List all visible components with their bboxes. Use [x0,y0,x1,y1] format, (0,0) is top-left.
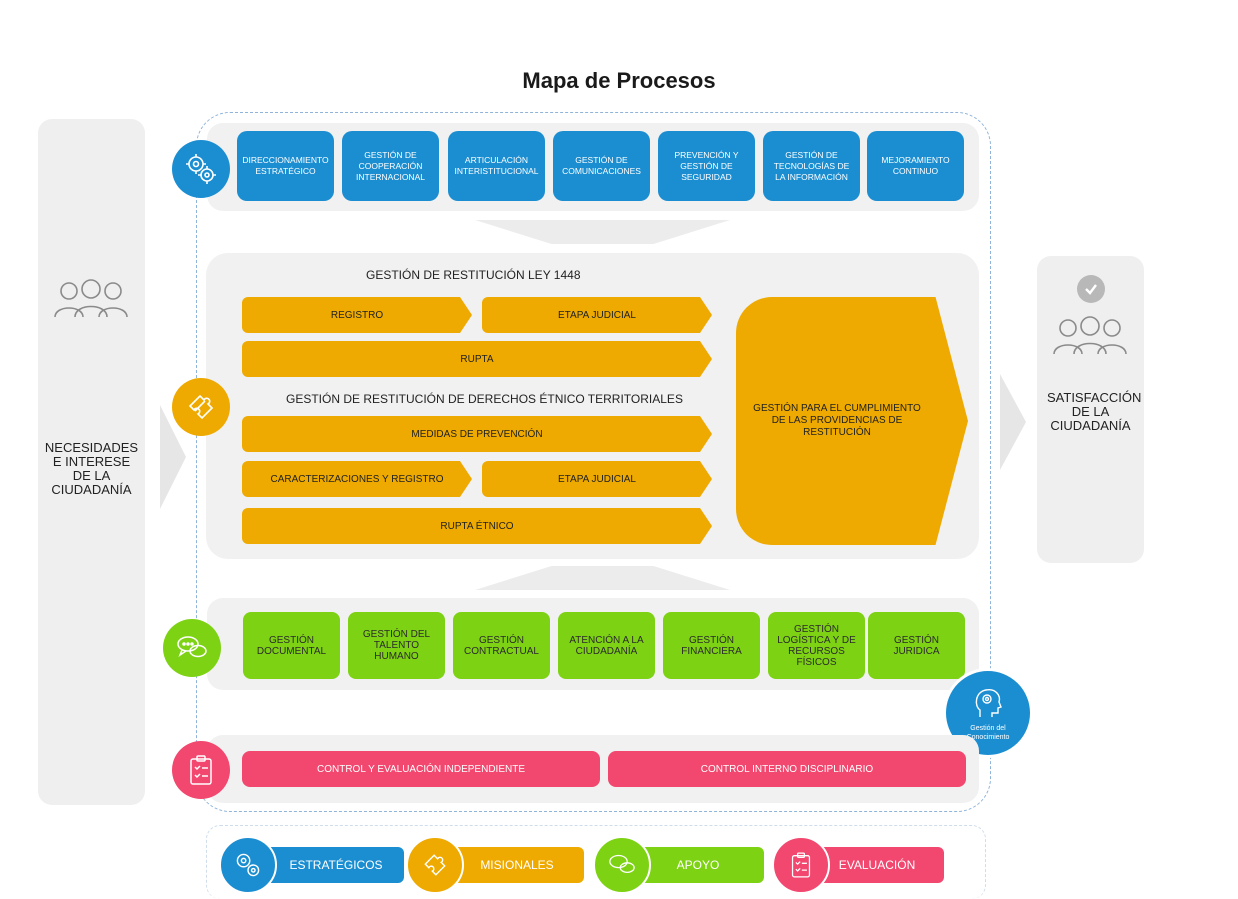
medidas-prevencion-arrow: MEDIDAS DE PREVENCIÓN [242,416,712,452]
checkmark-icon [1077,275,1105,303]
process-frame [196,112,991,812]
citizen-needs-text: NECESIDADES E INTERESE DE LA CIUDADANÍA [44,440,139,497]
support-item: GESTIÓN FINANCIERA [663,612,760,679]
strategic-item: PREVENCIÓN Y GESTIÓN DE SEGURIDAD [658,131,755,201]
legend-frame [206,825,986,899]
rupta-etnico-arrow: RUPTA ÉTNICO [242,508,712,544]
clipboard-icon [772,836,830,894]
cumplimiento-providencias-arrow: GESTIÓN PARA EL CUMPLIMIENTO DE LAS PROV… [736,297,968,545]
output-chevron [1000,374,1026,470]
strategic-item: GESTIÓN DE COMUNICACIONES [553,131,650,201]
legend-estrategicos: ESTRATÉGICOS [268,847,404,883]
knowledge-management-label: Gestión del Conocimiento [966,725,1010,741]
gears-icon [172,140,230,198]
citizen-satisfaction-panel: SATISFACCIÓN DE LA CIUDADANÍA [1037,256,1144,563]
strategic-item: MEJORAMIENTO CONTINUO [867,131,964,201]
clipboard-icon [172,741,230,799]
control-interno-disciplinario: CONTROL INTERNO DISCIPLINARIO [608,751,966,787]
etapa-judicial-arrow: ETAPA JUDICIAL [482,297,712,333]
people-group-icon [1053,316,1127,355]
head-gears-icon [975,688,1002,717]
section-title-ley-1448: GESTIÓN DE RESTITUCIÓN LEY 1448 [366,268,581,282]
strategic-item: DIRECCIONAMIENTO ESTRATÉGICO [237,131,334,201]
support-item: GESTIÓN DOCUMENTAL [243,612,340,679]
etapa-judicial-etnico-arrow: ETAPA JUDICIAL [482,461,712,497]
support-item: GESTIÓN LOGÍSTICA Y DE RECURSOS FÍSICOS [768,612,865,679]
registro-arrow: REGISTRO [242,297,472,333]
legend-apoyo: APOYO [632,847,764,883]
caracterizaciones-arrow: CARACTERIZACIONES Y REGISTRO [242,461,472,497]
page-title: Mapa de Procesos [522,68,716,93]
legend-misionales: MISIONALES [450,847,584,883]
citizen-needs-panel: NECESIDADES E INTERESE DE LA CIUDADANÍA [38,119,145,805]
gears-icon [219,836,277,894]
strategic-item: GESTIÓN DE TECNOLOGÍAS DE LA INFORMACIÓN [763,131,860,201]
strategic-item: GESTIÓN DE COOPERACIÓN INTERNACIONAL [342,131,439,201]
chat-bubbles-icon [163,619,221,677]
strategic-item: ARTICULACIÓN INTERISTITUCIONAL [448,131,545,201]
rupta-arrow: RUPTA [242,341,712,377]
support-item: ATENCIÓN A LA CIUDADANÍA [558,612,655,679]
legend-evaluacion: EVALUACIÓN [810,847,944,883]
puzzle-icon [406,836,464,894]
puzzle-icon [172,378,230,436]
citizen-satisfaction-text: SATISFACCIÓN DE LA CIUDADANÍA [1047,390,1142,433]
support-item: GESTIÓN JURIDICA [868,612,965,679]
support-item: GESTIÓN CONTRACTUAL [453,612,550,679]
section-title-etnico: GESTIÓN DE RESTITUCIÓN DE DERECHOS ÉTNIC… [286,392,683,406]
support-item: GESTIÓN DEL TALENTO HUMANO [348,612,445,679]
chat-bubbles-icon [593,836,651,894]
people-group-icon [54,279,128,318]
control-evaluacion-independiente: CONTROL Y EVALUACIÓN INDEPENDIENTE [242,751,600,787]
